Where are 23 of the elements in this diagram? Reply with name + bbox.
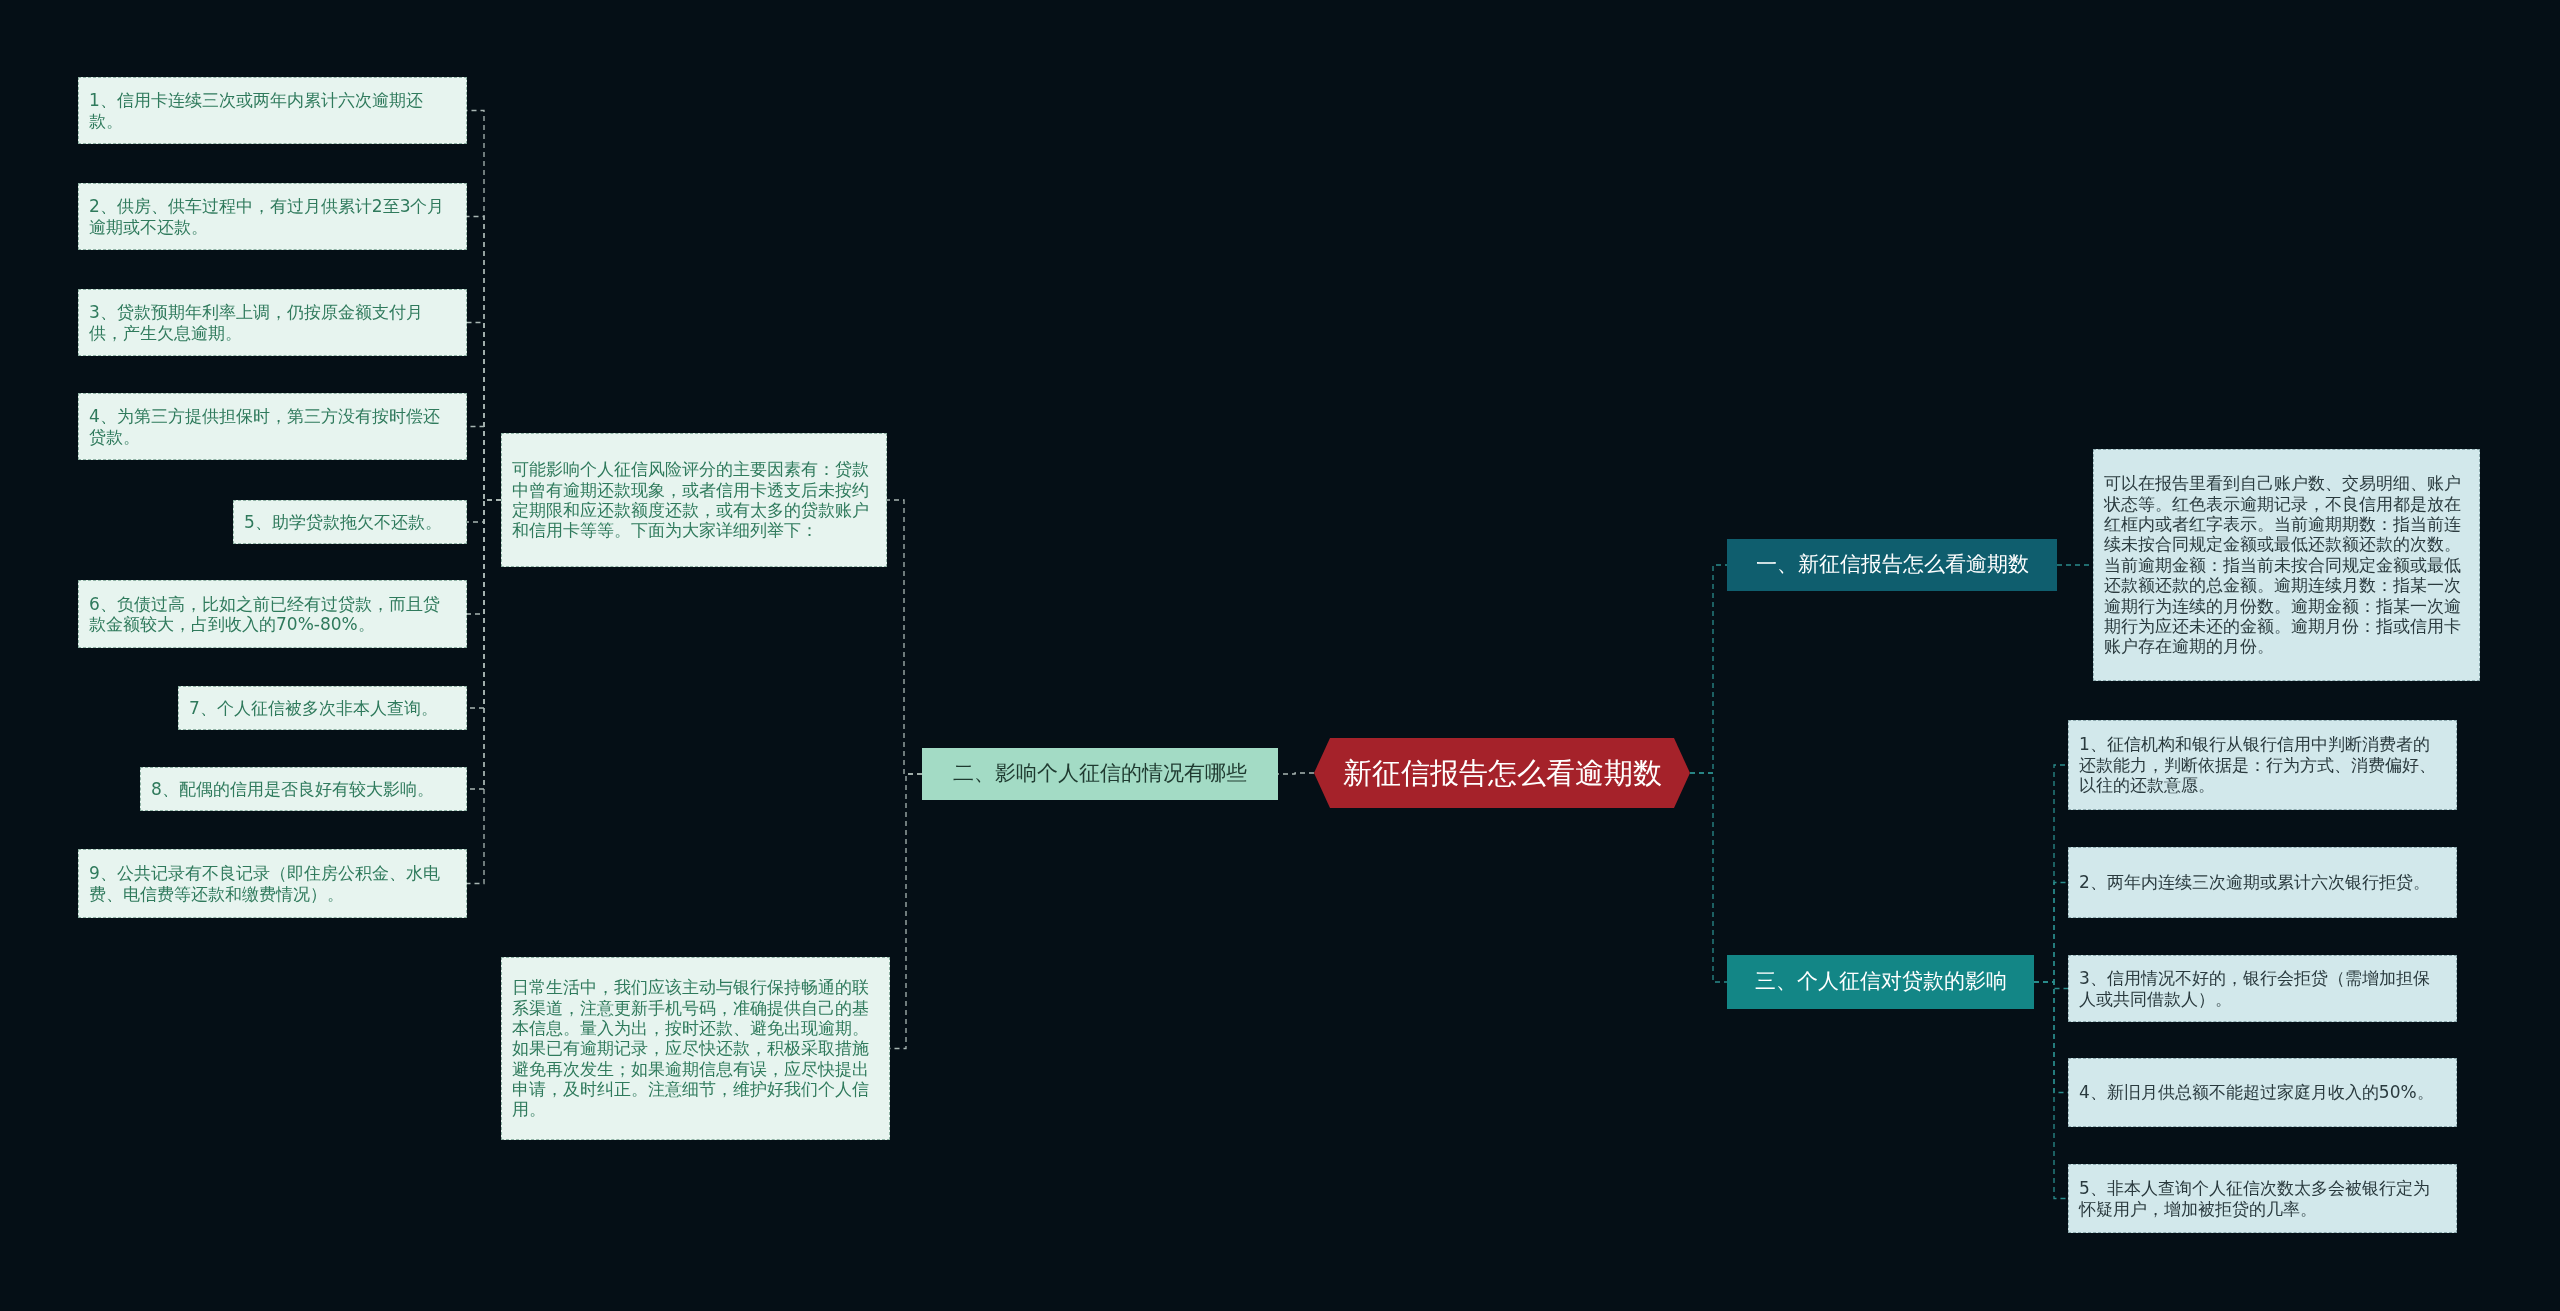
text-card: 3、信用情况不好的，银行会拒贷（需增加担保人或共同借款人）。 [2068,955,2457,1022]
text-card: 8、配偶的信用是否良好有较大影响。 [140,767,467,811]
text-card: 4、为第三方提供担保时，第三方没有按时偿还贷款。 [78,393,467,460]
text-card: 可以在报告里看到自己账户数、交易明细、账户状态等。红色表示逾期记录，不良信用都是放在红框内或者红字表示。当前逾期期数：指当前连续未按合同规定金额或最低还款额还款的次数。当前逾期金额：指当前未按合同规定金额或最低还款额还款的总金额。逾期连续月数：指某一次逾期行为连续的月份数。逾期金额：指某一次逾期行为应还未还的金额。逾期月份：指或信用卡账户存在逾期的月份。 [2093,449,2480,681]
text-card: 7、个人征信被多次非本人查询。 [178,686,467,730]
text-card: 9、公共记录有不良记录（即住房公积金、水电费、电信费等还款和缴费情况）。 [78,849,467,918]
branch-topic: 二、影响个人征信的情况有哪些 [922,748,1278,800]
text-card: 4、新旧月供总额不能超过家庭月收入的50%。 [2068,1058,2457,1127]
text-card: 1、征信机构和银行从银行信用中判断消费者的还款能力，判断依据是：行为方式、消费偏好、以往的还款意愿。 [2068,720,2457,810]
text-card: 5、非本人查询个人征信次数太多会被银行定为怀疑用户，增加被拒贷的几率。 [2068,1164,2457,1233]
text-card: 5、助学贷款拖欠不还款。 [233,500,467,544]
text-card: 2、供房、供车过程中，有过月供累计2至3个月逾期或不还款。 [78,183,467,250]
text-card: 2、两年内连续三次逾期或累计六次银行拒贷。 [2068,847,2457,918]
central-topic: 新征信报告怎么看逾期数 [1314,738,1690,808]
branch-topic: 三、个人征信对贷款的影响 [1727,955,2034,1009]
connector-line [2033,981,2069,1200]
text-card: 3、贷款预期年利率上调，仍按原金额支付月供，产生欠息逾期。 [78,289,467,356]
text-card: 1、信用卡连续三次或两年内累计六次逾期还款。 [78,77,467,144]
connector-line [1689,772,1728,983]
text-card: 6、负债过高，比如之前已经有过贷款，而且贷款金额较大，占到收入的70%-80%。 [78,580,467,648]
text-card: 日常生活中，我们应该主动与银行保持畅通的联系渠道，注意更新手机号码，准确提供自己的基本信息。量入为出，按时还款、避免出现逾期。如果已有逾期记录，应尽快还款，积极采取措施避免再次发生；如果逾期信息有误，应尽快提出申请，及时纠正。注意细节，维护好我们个人信用。 [501,957,890,1140]
text-card: 可能影响个人征信风险评分的主要因素有：贷款中曾有逾期还款现象，或者信用卡透支后未按约定期限和应还款额度还款，或有太多的贷款账户和信用卡等等。下面为大家详细列举下： [501,433,887,567]
branch-topic: 一、新征信报告怎么看逾期数 [1727,539,2057,591]
